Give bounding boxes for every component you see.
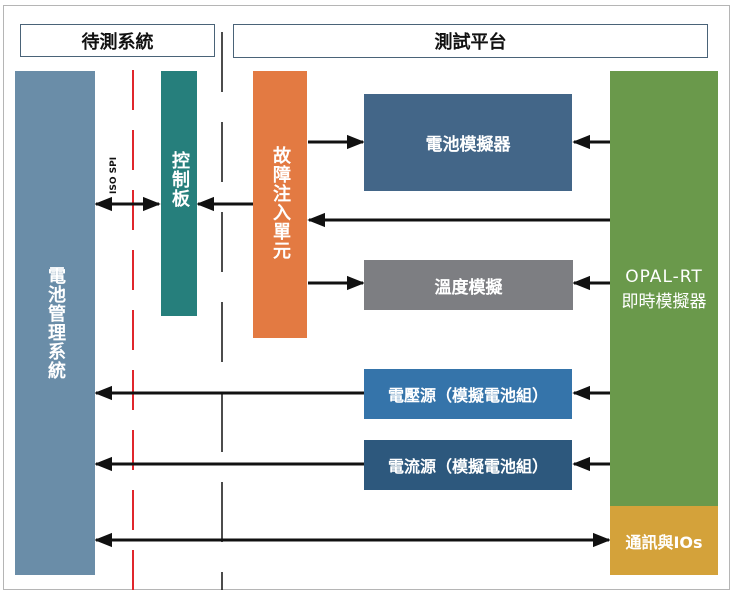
opal-rt-label-line2: 即時模擬器 — [621, 291, 707, 312]
iso-spi-label: ISO SPI — [109, 156, 119, 194]
bms-label: 電池管理系統 — [45, 266, 66, 380]
fault-injection-label: 故障注入單元 — [270, 146, 291, 260]
voltage-source-block: 電壓源（模擬電池組） — [364, 369, 572, 419]
opal-rt-block: OPAL-RT 即時模擬器 — [610, 71, 718, 507]
header-test-platform: 測試平台 — [233, 24, 708, 58]
diagram-frame — [3, 5, 730, 590]
fault-injection-block: 故障注入單元 — [253, 71, 307, 338]
comm-io-block: 通訊與IOs — [610, 506, 718, 575]
opal-rt-label-line1: OPAL-RT — [625, 266, 703, 287]
temperature-sim-block: 溫度模擬 — [364, 260, 573, 310]
battery-simulator-block: 電池模擬器 — [364, 94, 572, 191]
control-board-label: 控制板 — [169, 151, 190, 208]
control-board-block: 控制板 — [161, 71, 197, 316]
bms-block: 電池管理系統 — [15, 71, 95, 575]
header-dut: 待測系統 — [20, 24, 215, 57]
current-source-block: 電流源（模擬電池組） — [364, 440, 572, 490]
